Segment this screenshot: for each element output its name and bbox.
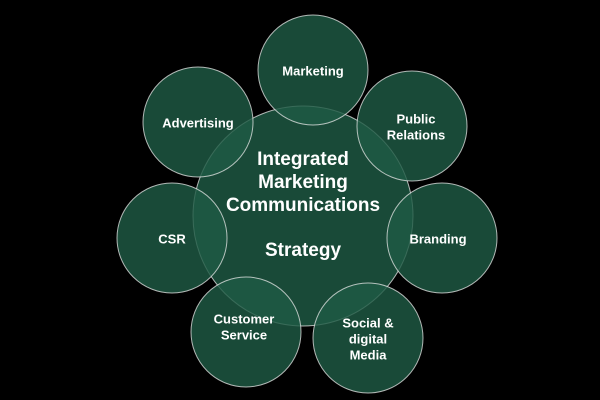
satellite-label-social-digital-media-line: Social &	[342, 316, 393, 331]
satellite-circle-customer-service	[190, 276, 302, 388]
satellite-label-customer-service-line: Customer	[214, 312, 275, 327]
satellite-label-branding: Branding	[409, 232, 466, 247]
satellite-label-csr-line: CSR	[158, 232, 186, 247]
satellite-label-public-relations-line: Relations	[387, 128, 446, 143]
satellite-label-branding-line: Branding	[409, 232, 466, 247]
center-title-line: Marketing	[258, 172, 348, 193]
satellite-label-customer-service-line: Service	[221, 328, 267, 343]
satellite-circle-social-digital-media	[312, 282, 424, 394]
satellite-label-csr: CSR	[158, 232, 186, 247]
satellite-label-social-digital-media-line: Media	[350, 348, 388, 363]
satellite-circle-csr	[116, 182, 228, 294]
satellite-label-marketing-line: Marketing	[282, 64, 343, 79]
satellite-label-public-relations-line: Public	[396, 112, 435, 127]
satellite-label-marketing: Marketing	[282, 64, 343, 79]
center-title-line: Integrated	[257, 149, 349, 170]
satellite-label-advertising: Advertising	[162, 116, 234, 131]
satellite-circle-marketing	[257, 14, 369, 126]
center-subtitle: Strategy	[265, 240, 341, 261]
satellite-circle-branding	[386, 182, 498, 294]
satellite-label-advertising-line: Advertising	[162, 116, 234, 131]
satellite-label-social-digital-media-line: digital	[349, 332, 387, 347]
satellite-circle-public-relations	[356, 70, 468, 182]
center-title-line: Communications	[226, 195, 380, 216]
satellite-circle-advertising	[142, 66, 254, 178]
